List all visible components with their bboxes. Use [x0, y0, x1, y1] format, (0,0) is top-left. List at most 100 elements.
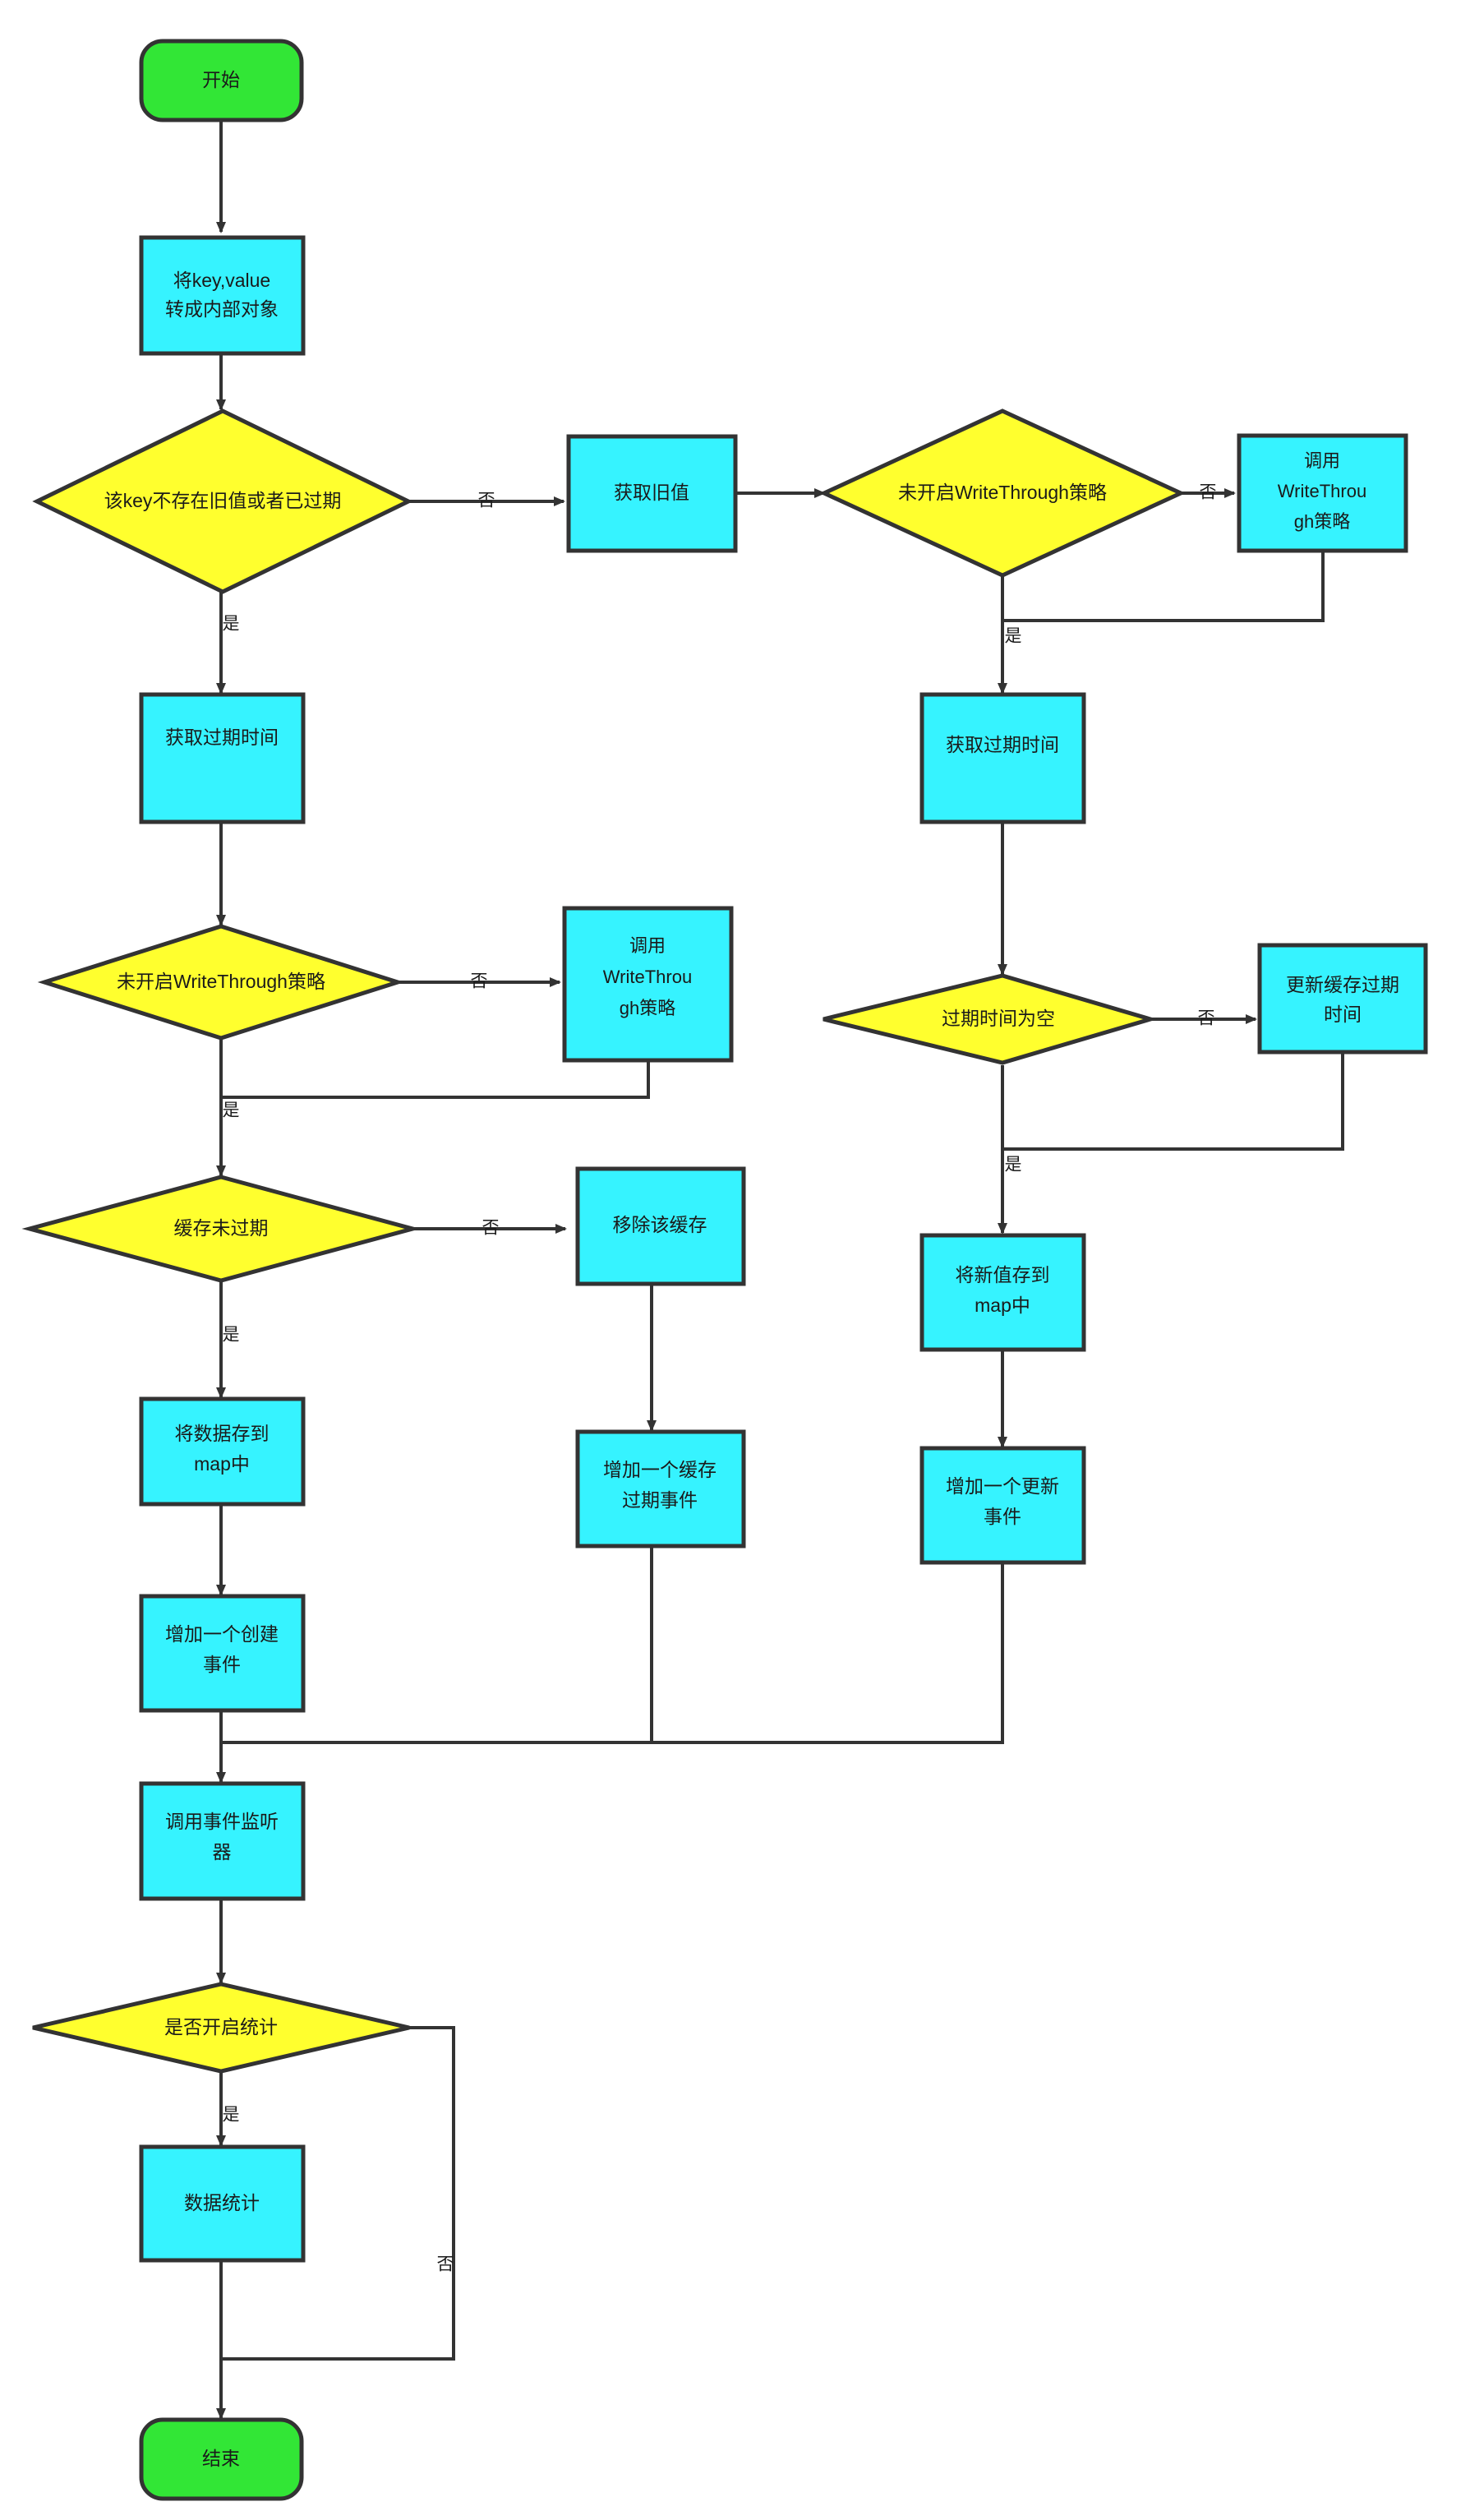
node-create-event-line-2: 事件	[203, 1654, 241, 1675]
edge-label-yes-keyabsent: 是	[223, 615, 240, 634]
node-create-event-line-1: 增加一个创建	[165, 1623, 279, 1645]
node-key-absent-shape	[32, 408, 413, 594]
node-update-cache-expiry-line-1: 更新缓存过期	[1286, 974, 1399, 995]
node-get-expiry-left-label: 获取过期时间	[165, 727, 279, 748]
edge-label-yes-wtleft: 是	[223, 1101, 240, 1120]
node-save-data-shape	[139, 1396, 306, 1507]
edge-statsdec-end	[221, 2026, 455, 2361]
edge-label-yes-expnull: 是	[1005, 1156, 1022, 1175]
node-write-through-right[interactable]: 未开启WriteThrough策略	[819, 408, 1186, 578]
node-end-label: 结束	[202, 2448, 240, 2469]
node-call-event-listener[interactable]: 调用事件监听 器	[139, 1781, 306, 1901]
node-call-wt-left-line-3: gh策略	[620, 998, 675, 1018]
node-end[interactable]: 结束	[139, 2417, 304, 2501]
node-write-through-right-label: 未开启WriteThrough策略	[898, 482, 1107, 503]
node-create-event[interactable]: 增加一个创建 事件	[139, 1594, 306, 1713]
node-convert-line-1: 将key,value	[173, 270, 270, 291]
node-call-event-listener-line-2: 器	[213, 1841, 232, 1862]
node-update-event-line-2: 事件	[984, 1506, 1021, 1527]
node-save-new-value-shape	[919, 1233, 1086, 1352]
node-get-old-value-shape	[566, 434, 738, 553]
node-get-expiry-right[interactable]: 获取过期时间	[919, 692, 1086, 824]
node-cache-expired-event-line-1: 增加一个缓存	[603, 1459, 717, 1480]
node-key-absent[interactable]: 该key不存在旧值或者已过期	[32, 408, 413, 594]
node-update-event-shape	[919, 1446, 1086, 1565]
edge-label-no-statsdec: 否	[437, 2255, 454, 2274]
edge-labels-layer: 否 是 否 是 否 是 否 是 否 是 是 否	[223, 483, 1217, 2274]
node-call-wt-left-line-1: 调用	[629, 935, 666, 956]
node-get-old-value-label: 获取旧值	[614, 482, 689, 503]
node-call-wt-left-line-2: WriteThrou	[603, 967, 692, 987]
node-call-wt-right-line-3: gh策略	[1294, 511, 1350, 532]
edge-label-no-wtright: 否	[1200, 483, 1217, 502]
node-call-write-through-right-shape	[1237, 433, 1408, 553]
node-remove-cache[interactable]: 移除该缓存	[575, 1166, 746, 1286]
node-save-new-value-line-2: map中	[975, 1295, 1030, 1316]
node-save-data-line-1: 将数据存到	[175, 1423, 270, 1444]
node-start-shape	[139, 39, 304, 122]
node-call-event-listener-shape	[139, 1781, 306, 1901]
edge-updexp-merge	[1002, 1052, 1344, 1151]
node-update-event[interactable]: 增加一个更新 事件	[919, 1446, 1086, 1565]
node-get-old-value[interactable]: 获取旧值	[566, 434, 738, 553]
node-update-event-line-1: 增加一个更新	[946, 1475, 1059, 1497]
node-remove-cache-label: 移除该缓存	[613, 1214, 707, 1235]
node-write-through-left[interactable]: 未开启WriteThrough策略	[37, 924, 405, 1041]
edges-layer	[216, 120, 1344, 2420]
node-get-expiry-left-shape	[139, 692, 306, 824]
node-convert[interactable]: 将key,value 转成内部对象	[139, 235, 306, 356]
node-call-wt-right-line-2: WriteThrou	[1278, 481, 1366, 501]
edge-label-yes-wtright: 是	[1005, 627, 1022, 646]
node-expiry-is-null-label: 过期时间为空	[942, 1008, 1055, 1029]
node-data-statistics-shape	[139, 2144, 306, 2263]
node-save-data-line-2: map中	[194, 1453, 250, 1475]
node-end-shape	[139, 2417, 304, 2501]
node-cache-expired-event-line-2: 过期事件	[622, 1489, 698, 1511]
edge-callwtleft-merge	[221, 1060, 650, 1099]
node-create-event-shape	[139, 1594, 306, 1713]
edge-label-no-notexpired: 否	[482, 1219, 500, 1238]
node-save-data[interactable]: 将数据存到 map中	[139, 1396, 306, 1507]
edge-label-yes-notexpired: 是	[223, 1326, 240, 1345]
node-update-cache-expiry-line-2: 时间	[1324, 1004, 1362, 1025]
node-stats-enabled-decision-label: 是否开启统计	[164, 2016, 278, 2038]
edge-label-no-wtleft: 否	[471, 972, 488, 991]
node-get-expiry-right-label: 获取过期时间	[946, 734, 1059, 755]
edge-label-yes-statsdec: 是	[223, 2106, 240, 2125]
node-cache-expired-event-shape	[575, 1429, 746, 1548]
node-convert-line-2: 转成内部对象	[165, 298, 279, 320]
node-save-new-value[interactable]: 将新值存到 map中	[919, 1233, 1086, 1352]
node-write-through-left-label: 未开启WriteThrough策略	[117, 971, 325, 992]
node-convert-shape	[139, 235, 306, 356]
node-call-write-through-right[interactable]: 调用 WriteThrou gh策略	[1237, 433, 1408, 553]
node-stats-enabled-decision-shape	[32, 1982, 410, 2074]
node-cache-not-expired-label: 缓存未过期	[174, 1217, 269, 1239]
node-cache-not-expired-shape	[21, 1175, 421, 1283]
node-expiry-is-null-shape	[823, 973, 1158, 1065]
node-stats-enabled-decision[interactable]: 是否开启统计	[32, 1982, 410, 2074]
edge-callwtright-merge	[1002, 551, 1325, 622]
edge-label-no-expnull: 否	[1198, 1009, 1215, 1028]
edge-updevent-merge	[221, 1562, 1004, 1744]
node-update-cache-expiry-shape	[1257, 943, 1428, 1055]
node-data-statistics[interactable]: 数据统计	[139, 2144, 306, 2263]
node-get-expiry-right-shape	[919, 692, 1086, 824]
node-save-new-value-line-1: 将新值存到	[956, 1264, 1050, 1285]
node-data-statistics-label: 数据统计	[184, 2192, 260, 2213]
node-cache-expired-event[interactable]: 增加一个缓存 过期事件	[575, 1429, 746, 1548]
node-start-label: 开始	[202, 69, 240, 90]
node-start[interactable]: 开始	[139, 39, 304, 122]
node-cache-not-expired[interactable]: 缓存未过期	[21, 1175, 421, 1283]
node-write-through-right-shape	[819, 408, 1186, 578]
node-call-write-through-left[interactable]: 调用 WriteThrou gh策略	[562, 906, 734, 1063]
edge-label-no-keyabsent: 否	[478, 492, 495, 510]
node-remove-cache-shape	[575, 1166, 746, 1286]
node-update-cache-expiry[interactable]: 更新缓存过期 时间	[1257, 943, 1428, 1055]
node-call-write-through-left-shape	[562, 906, 734, 1063]
node-key-absent-label: 该key不存在旧值或者已过期	[104, 490, 342, 511]
node-get-expiry-left[interactable]: 获取过期时间	[139, 692, 306, 824]
node-call-event-listener-line-1: 调用事件监听	[165, 1811, 279, 1832]
node-expiry-is-null[interactable]: 过期时间为空	[823, 973, 1158, 1065]
